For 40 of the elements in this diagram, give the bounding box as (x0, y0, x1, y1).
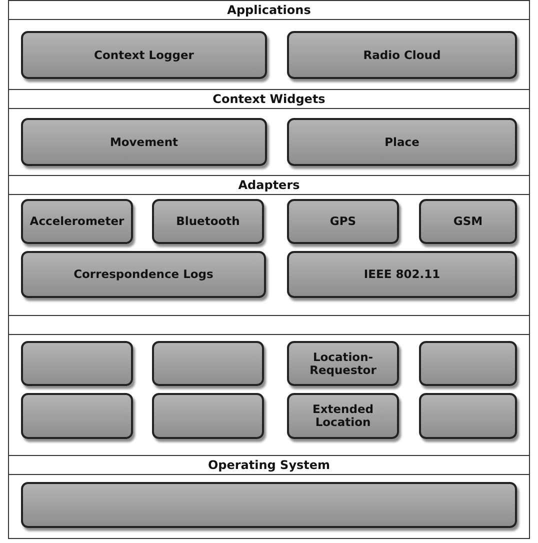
component-box (152, 393, 264, 439)
layer-band (8, 0, 530, 90)
component-box (419, 341, 517, 386)
component-box (152, 341, 264, 386)
layer-heading: Context Widgets (9, 90, 529, 109)
component-box (21, 199, 133, 244)
component-box (21, 118, 267, 166)
component-label: IEEE 802.11 (362, 268, 442, 281)
component-label: Movement (108, 136, 180, 148)
component-label: Extended Location (311, 403, 375, 429)
component-box (419, 393, 517, 439)
component-box (287, 199, 399, 244)
component-label: Accelerometer (28, 215, 126, 228)
component-label: Correspondence Logs (72, 268, 214, 281)
component-box (21, 393, 133, 439)
component-label: Bluetooth (175, 215, 241, 228)
component-box (21, 31, 267, 79)
layer-heading: Operating System (9, 456, 529, 475)
component-label: GSM (452, 215, 484, 228)
component-box (287, 251, 517, 298)
layer-heading: Applications (9, 1, 529, 20)
component-box (287, 393, 399, 439)
component-box (419, 199, 517, 244)
component-box (21, 251, 266, 298)
component-box (287, 31, 517, 79)
component-label: Location-Requestor (308, 350, 378, 376)
component-label: Radio Cloud (362, 48, 442, 62)
component-box (21, 482, 517, 528)
layer-band (8, 89, 530, 176)
layer-band (8, 315, 530, 456)
component-box (152, 199, 264, 244)
component-label: Context Logger (93, 48, 195, 62)
component-box (287, 118, 517, 166)
layer-heading: Adapters (9, 176, 529, 195)
component-label: Place (384, 136, 420, 148)
layer-band (8, 175, 530, 316)
component-box (21, 341, 133, 386)
layer-band (8, 455, 530, 539)
component-box (287, 341, 399, 386)
component-label: GPS (328, 215, 358, 228)
